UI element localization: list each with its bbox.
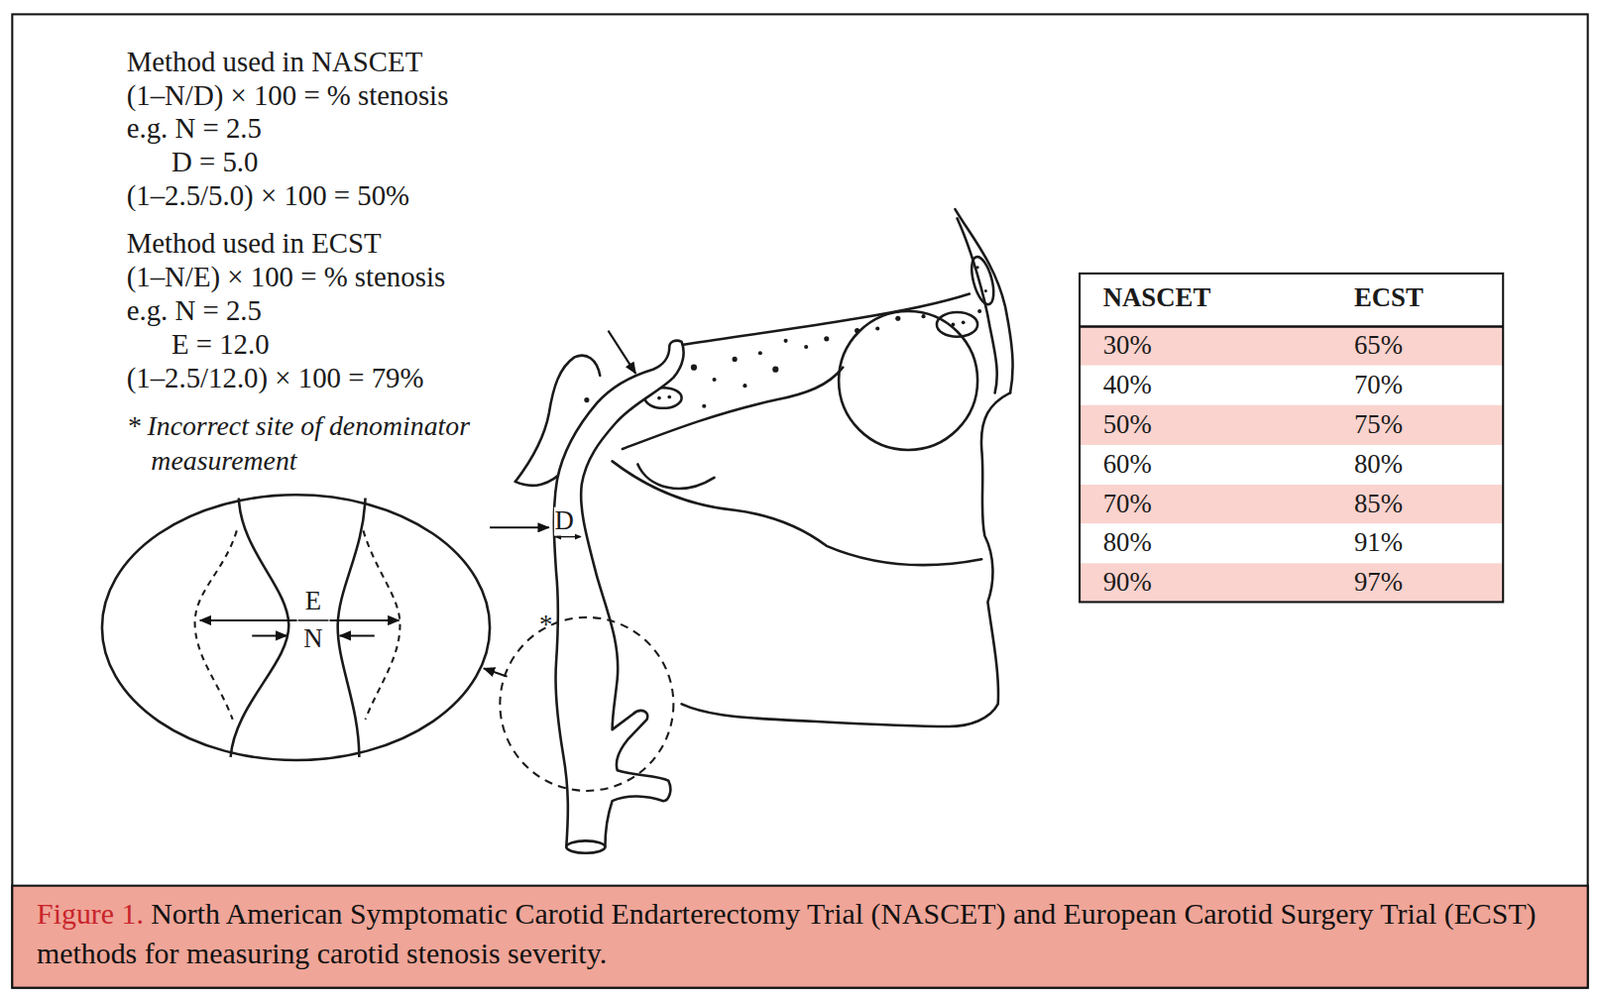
figure-number: Figure 1.	[36, 897, 144, 930]
illustration-part	[954, 209, 1013, 393]
illustration-part	[362, 530, 400, 719]
footnote: * Incorrect site of denominator measurem…	[126, 408, 540, 478]
table-cell: 65%	[1354, 331, 1403, 362]
illustration-part	[936, 312, 978, 338]
illustration-part	[1079, 273, 1503, 603]
illustration-part	[329, 619, 399, 622]
illustration-part	[838, 311, 978, 451]
table-cell: 70%	[1354, 370, 1403, 402]
formula: (1–N/D) × 100 = % stenosis	[126, 78, 450, 113]
illustration-part	[195, 530, 237, 719]
example-result: (1–2.5/5.0) × 100 = 50%	[126, 178, 410, 213]
illustration-part	[977, 309, 982, 314]
table-cell: 30%	[1103, 331, 1152, 362]
illustration-part	[1079, 563, 1503, 602]
illustration-part	[758, 350, 763, 355]
d-pointer	[489, 526, 550, 529]
illustration-part	[1079, 325, 1503, 329]
illustration-part	[823, 336, 829, 342]
illustration-part	[102, 494, 490, 761]
illustration-part	[961, 320, 966, 325]
table-header: NASCET	[1103, 282, 1212, 314]
illustration-part	[701, 404, 706, 409]
bifurcation-zone	[499, 617, 674, 792]
bone-speckles	[577, 265, 988, 431]
illustration-part	[682, 392, 1011, 727]
example-value: D = 5.0	[171, 144, 259, 179]
table-header: ECST	[1354, 282, 1424, 314]
dimension-label: N	[303, 623, 323, 655]
table-cell: 97%	[1354, 567, 1403, 598]
example-value: E = 12.0	[171, 327, 270, 361]
illustration-part	[772, 366, 779, 373]
formula: (1–N/E) × 100 = % stenosis	[126, 260, 447, 295]
illustration-part	[920, 314, 925, 319]
table-cell: 70%	[1103, 488, 1152, 520]
illustration-part	[637, 463, 714, 488]
illustration-part	[583, 397, 589, 403]
carotid-artery	[554, 341, 685, 848]
table-cell: 80%	[1103, 527, 1152, 559]
table-cell: 80%	[1354, 449, 1403, 480]
illustration-part	[1079, 484, 1503, 524]
illustration-part	[1079, 273, 1503, 603]
siphon-pointer	[607, 331, 636, 374]
illustration-part	[732, 356, 738, 362]
table-cell: 50%	[1103, 409, 1152, 441]
illustration-part	[784, 339, 789, 343]
caption-band	[11, 886, 1588, 989]
asterisk-mark: *	[539, 610, 553, 642]
illustration-part	[875, 326, 880, 331]
method-heading: Method used in NASCET	[126, 44, 424, 79]
illustration-part	[667, 395, 672, 400]
illustration-part	[612, 460, 983, 566]
illustration-part	[984, 289, 988, 293]
table-cell: 75%	[1354, 409, 1403, 441]
illustration-part	[657, 396, 662, 401]
method-heading: Method used in ECST	[126, 227, 382, 261]
comparison-table	[1079, 273, 1503, 603]
illustration-part	[854, 328, 860, 334]
stenosis-inset	[102, 494, 490, 761]
illustration-part	[976, 265, 980, 269]
illustration-part	[895, 316, 901, 322]
figure-frame	[11, 13, 1588, 988]
illustration-part	[711, 377, 716, 382]
illustration-part	[951, 323, 956, 328]
illustration-part	[682, 294, 970, 345]
illustration-part	[803, 344, 808, 349]
table-cell: 60%	[1103, 449, 1152, 480]
illustration-part	[1079, 326, 1503, 365]
dimension-label: D	[553, 507, 574, 537]
illustration-part	[690, 364, 697, 371]
illustration-part	[742, 383, 747, 388]
example-value: e.g. N = 2.5	[126, 294, 262, 329]
illustration-part	[298, 619, 330, 622]
example-value: e.g. N = 2.5	[126, 111, 262, 145]
illustration-part	[251, 634, 287, 637]
measure-arrows	[200, 620, 400, 636]
illustration-part	[338, 497, 366, 758]
illustration-part	[200, 619, 298, 622]
example-result: (1–2.5/12.0) × 100 = 79%	[126, 360, 425, 395]
inset-pointer	[483, 668, 508, 677]
illustration-part	[230, 497, 290, 758]
table-cell: 40%	[1103, 370, 1152, 402]
artery-end	[566, 840, 605, 853]
illustration-part	[1079, 405, 1503, 446]
original-lumen	[195, 530, 401, 719]
illustration-part	[967, 254, 999, 308]
table-cell: 85%	[1354, 488, 1403, 520]
illustration-part	[340, 634, 375, 637]
dimension-label: E	[305, 585, 322, 617]
table-cell: 90%	[1103, 567, 1152, 598]
table-cell: 91%	[1354, 527, 1403, 559]
d-dimension	[555, 536, 581, 539]
figure-caption: Figure 1. North American Symptomatic Car…	[36, 894, 1573, 974]
